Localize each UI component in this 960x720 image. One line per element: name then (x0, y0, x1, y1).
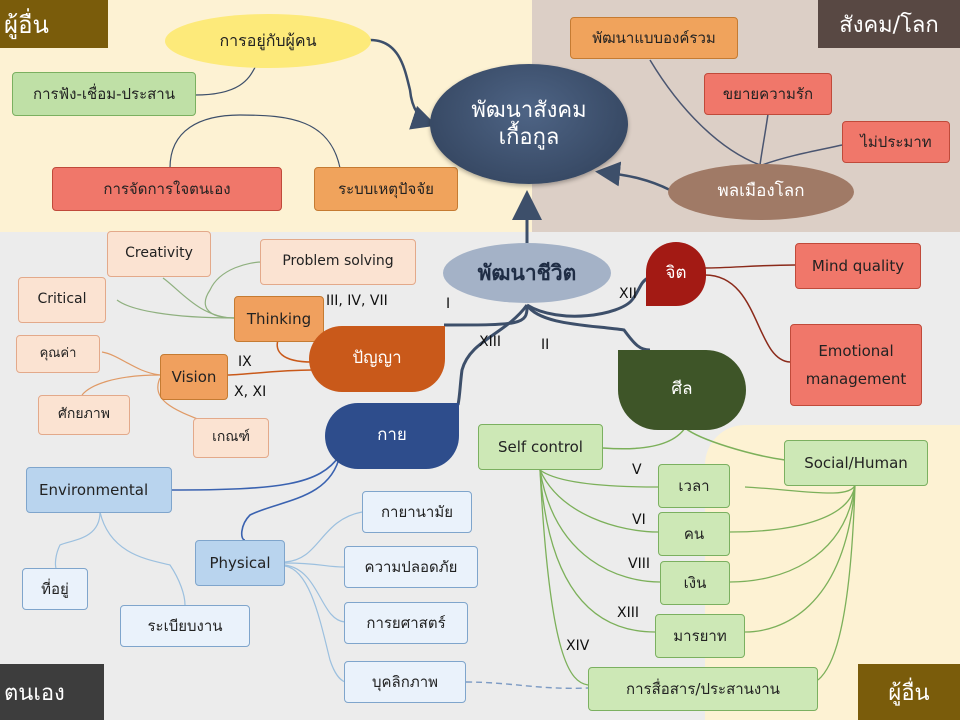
node-creativity: Creativity (107, 231, 211, 277)
node-time: เวลา (658, 464, 730, 508)
node-self-control: Self control (478, 424, 603, 470)
corner-tag-self: ตนเอง (0, 664, 104, 720)
label-ii: II (541, 337, 550, 353)
node-listen-connect: การฟัง-เชื่อม-ประสาน (12, 72, 196, 116)
node-mind: จิต (646, 242, 706, 306)
corner-tag-others-top: ผู้อื่น (0, 0, 108, 48)
node-wisdom: ปัญญา (309, 326, 445, 392)
node-vision: Vision (160, 354, 228, 400)
node-criteria: เกณฑ์ (193, 418, 269, 458)
node-spread-love: ขยายความรัก (704, 73, 832, 115)
label-xiii-a: XIII (479, 334, 501, 350)
label-vi: VI (632, 512, 646, 528)
node-holistic-dev: พัฒนาแบบองค์รวม (570, 17, 738, 59)
label-xii: XII (619, 286, 637, 302)
corner-tag-society-world: สังคม/โลก (818, 0, 960, 48)
node-social-human: Social/Human (784, 440, 928, 486)
node-emotional: Emotional management (790, 324, 922, 406)
node-thinking: Thinking (234, 296, 324, 342)
node-communication: การสื่อสาร/ประสานงาน (588, 667, 818, 711)
node-people: คน (658, 512, 730, 556)
label-xiv: XIV (566, 638, 590, 654)
node-self-mind-management: การจัดการใจตนเอง (52, 167, 282, 211)
label-v: V (632, 462, 642, 478)
node-mind-quality: Mind quality (795, 243, 921, 289)
node-global-citizen: พลเมืองโลก (668, 164, 854, 220)
node-manners: มารยาท (655, 614, 745, 658)
label-iii-iv-vii: III, IV, VII (326, 293, 388, 309)
node-living-with-others: การอยู่กับผู้คน (165, 14, 371, 68)
label-viii: VIII (628, 556, 650, 572)
node-society-label: พัฒนาสังคม เกื้อกูล (471, 97, 587, 151)
node-potential: ศักยภาพ (38, 395, 130, 435)
node-critical: Critical (18, 277, 106, 323)
node-environmental: Environmental (26, 467, 172, 513)
node-safety: ความปลอดภัย (344, 546, 478, 588)
node-body: กาย (325, 403, 459, 469)
label-ix: IX (238, 354, 252, 370)
node-orderliness: ระเบียบงาน (120, 605, 250, 647)
node-values: คุณค่า (16, 335, 100, 373)
label-i: I (446, 296, 451, 312)
node-residence: ที่อยู่ (22, 568, 88, 610)
node-problem-solving: Problem solving (260, 239, 416, 285)
node-causality: ระบบเหตุปัจจัย (314, 167, 458, 211)
label-x-xi: X, XI (234, 384, 267, 400)
node-physical: Physical (195, 540, 285, 586)
node-not-careless: ไม่ประมาท (842, 121, 950, 163)
node-personality: บุคลิกภาพ (344, 661, 466, 703)
label-xiii-b: XIII (617, 605, 639, 621)
node-emotional-label: Emotional management (805, 341, 907, 389)
node-life-dev: พัฒนาชีวิต (443, 243, 611, 303)
node-money: เงิน (660, 561, 730, 605)
corner-tag-others-bottom: ผู้อื่น (858, 664, 960, 720)
node-body-science: การยศาสตร์ (344, 602, 468, 644)
node-precepts: ศีล (618, 350, 746, 430)
node-society: พัฒนาสังคม เกื้อกูล (430, 64, 628, 184)
node-sanitation: กายานามัย (362, 491, 472, 533)
